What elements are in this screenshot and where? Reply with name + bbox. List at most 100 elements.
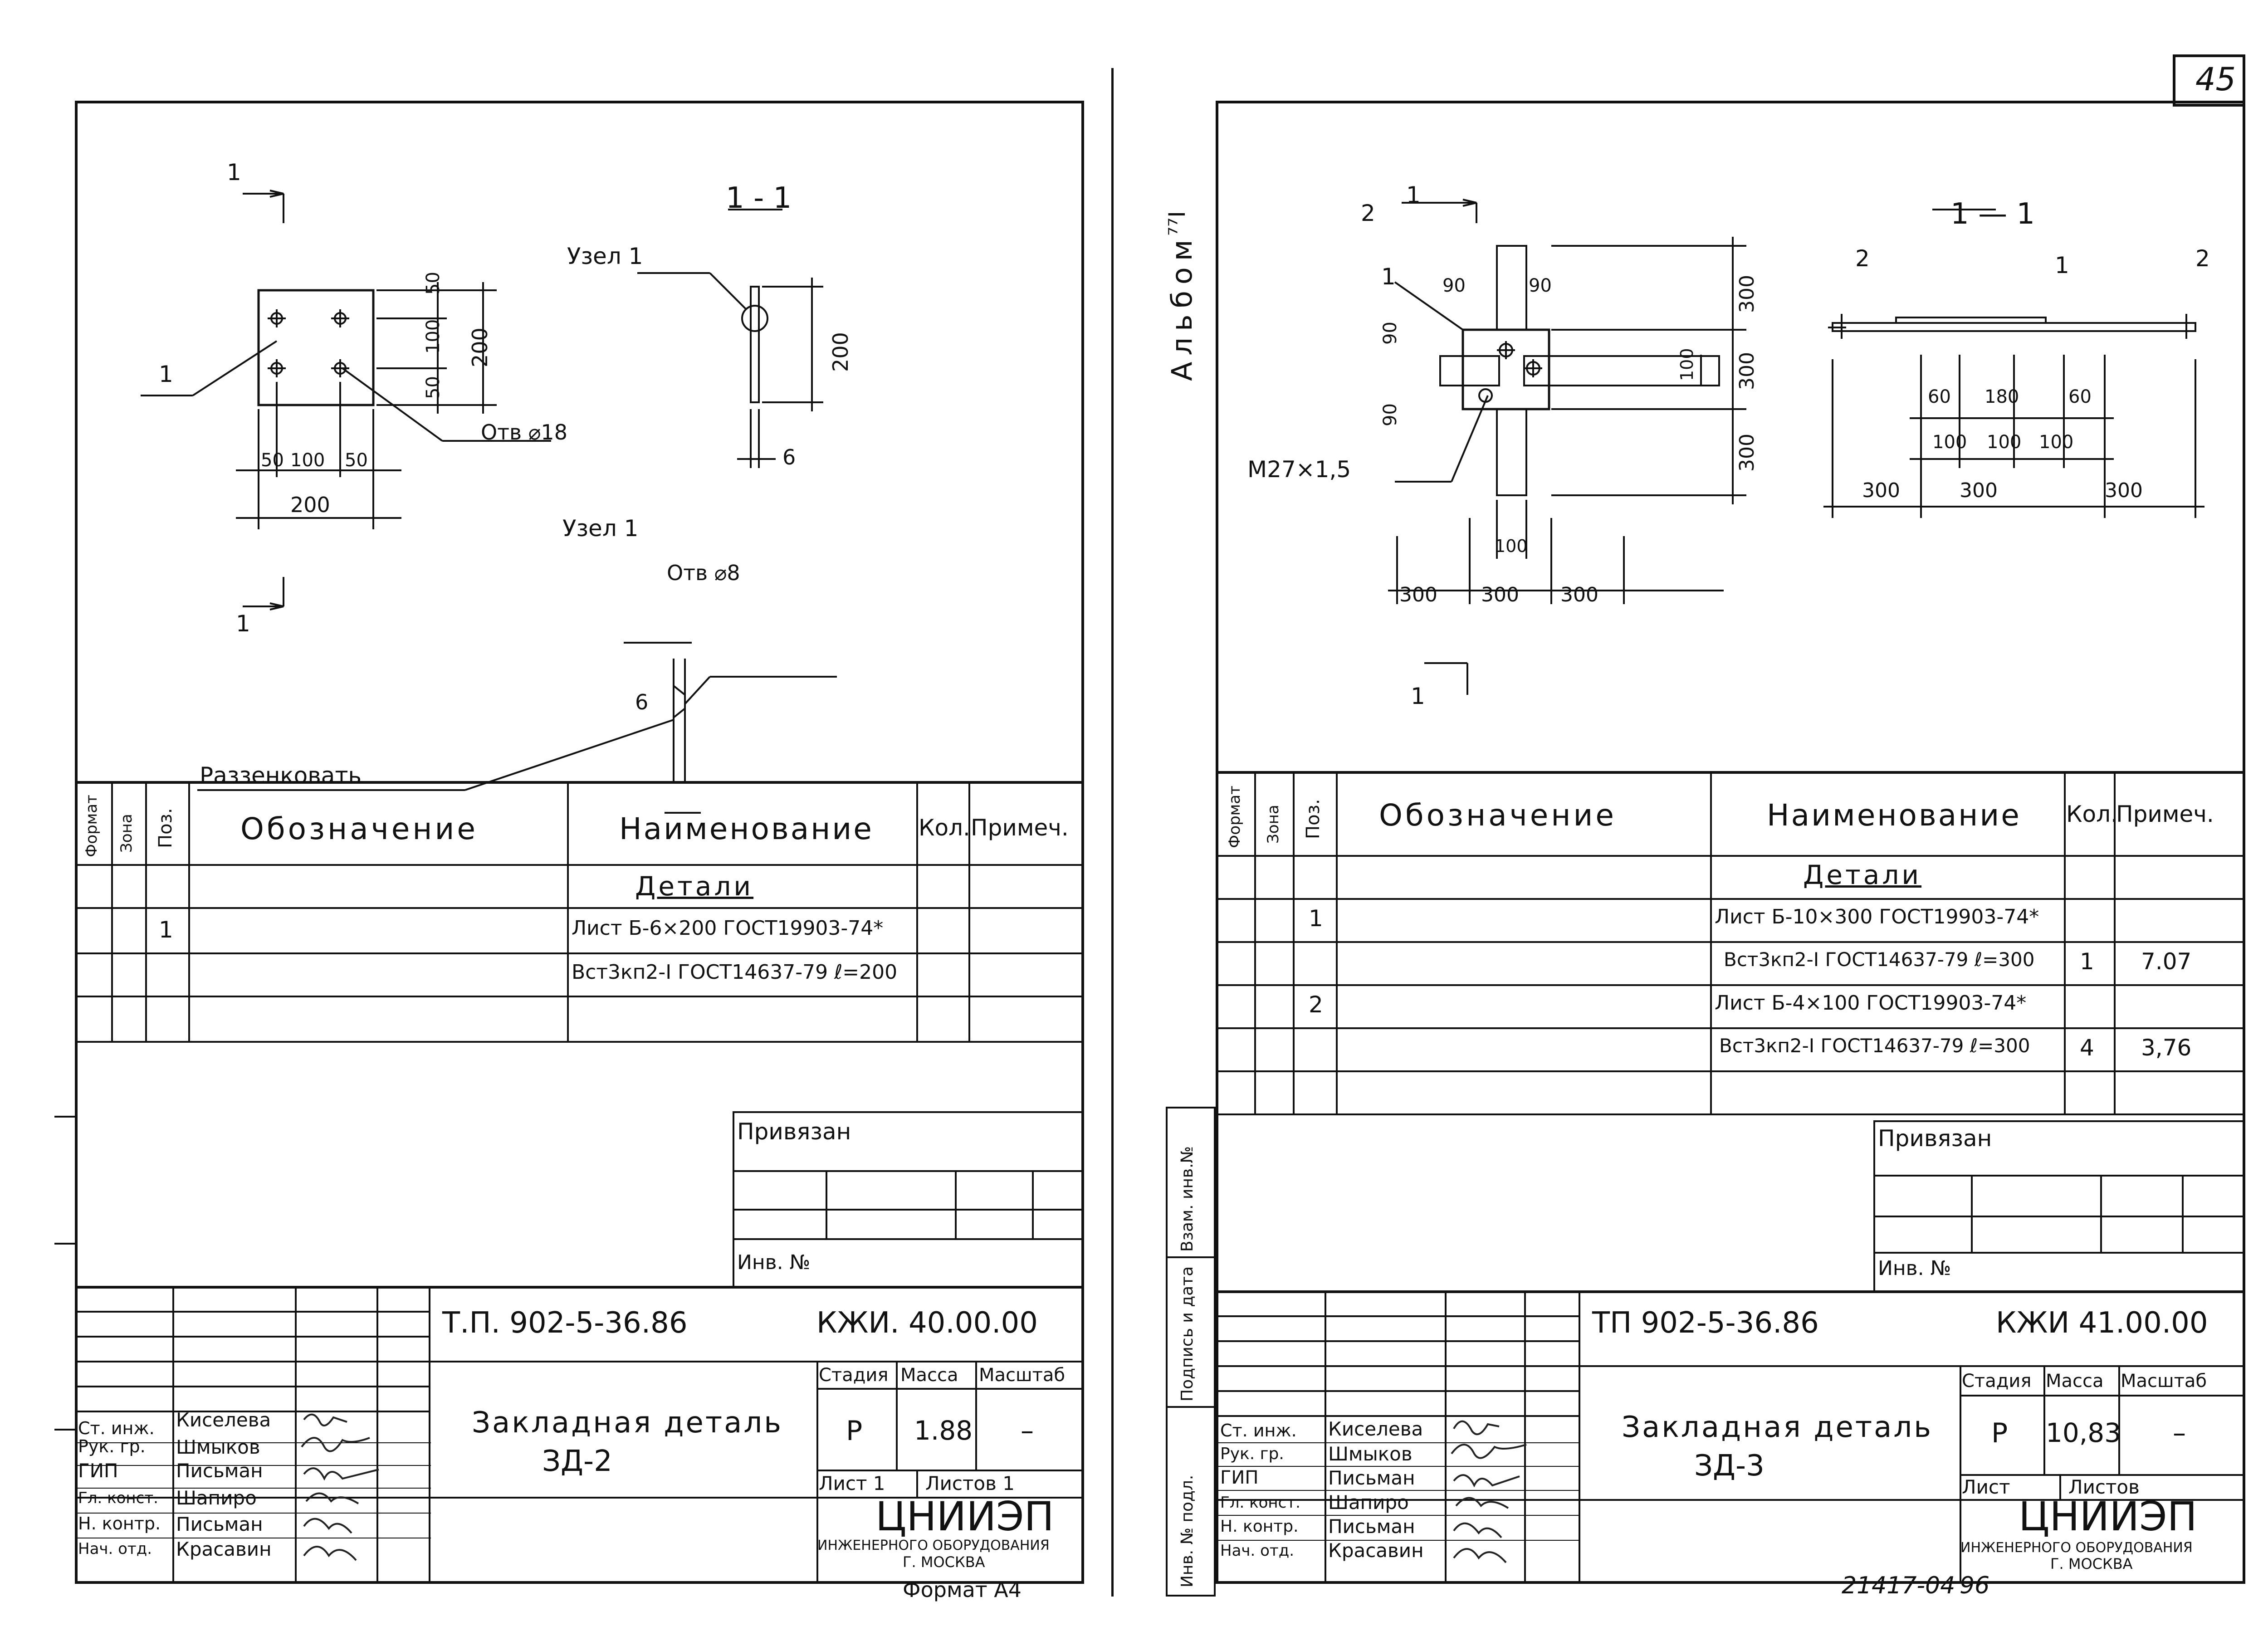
r-spec-row4-note: 3,76 <box>2141 1035 2192 1061</box>
tb-role-4: Гл. конст. <box>78 1489 158 1507</box>
r-sec-label-2-right: 2 <box>2195 245 2210 272</box>
r-spec-row4-qty: 4 <box>2080 1035 2094 1061</box>
r-tb-stage-header: Стадия <box>1962 1371 2032 1392</box>
r-sec-dim-60-b: 60 <box>2068 386 2092 407</box>
r-tb-org: ЦНИИЭП <box>2019 1493 2197 1540</box>
r-tb-sheet: Лист <box>1962 1476 2010 1498</box>
spec-section-details: Детали <box>635 871 754 902</box>
r-spec-row1-pos: 1 <box>1309 905 1323 932</box>
r-sec-dim-300-b: 300 <box>1960 479 1998 502</box>
r-tb-role-3: ГИП <box>1220 1467 1259 1488</box>
r-dim-right-300-b: 300 <box>1735 352 1759 390</box>
r-tb-role-4: Гл. конст. <box>1220 1494 1300 1512</box>
dim-thick-6-node: 6 <box>635 690 649 714</box>
r-bound-title: Привязан <box>1878 1125 1992 1152</box>
tb-city: г. Москва <box>903 1553 985 1571</box>
r-tb-name-line2: ЗД-3 <box>1694 1449 1765 1483</box>
r-sec-dim-100-a: 100 <box>1932 432 1967 453</box>
r-spec-section-details: Детали <box>1803 859 1922 890</box>
hole18-label: Отв ⌀18 <box>481 420 567 444</box>
album-label: Альбом <box>1165 233 1198 381</box>
dim-thick-6: 6 <box>782 445 796 469</box>
side-label-sign: Подпись и дата <box>1178 1266 1197 1401</box>
node-label: Узел 1 <box>567 243 643 269</box>
r-tb-role-5: Н. контр. <box>1220 1517 1299 1536</box>
r-tb-person-5: Письман <box>1328 1515 1415 1538</box>
tb-org-sub: инженерного оборудования <box>817 1538 1050 1553</box>
r-sec-dim-300-a: 300 <box>1862 479 1900 502</box>
dim-h-200: 200 <box>290 493 330 517</box>
r-tb-code2: КЖИ 41.00.00 <box>1996 1306 2208 1340</box>
r-label-2-top: 2 <box>1361 200 1375 226</box>
tb-code: Т.П. 902-5-36.86 <box>442 1306 688 1340</box>
r-dim-left-90-b: 90 <box>1380 403 1401 426</box>
r-spec-row1-name: Лист Б-10×300 ГОСТ19903-74* <box>1715 905 2039 928</box>
r-spec-header-name: Наименование <box>1767 798 2021 833</box>
dim-h-100: 100 <box>290 450 325 471</box>
r-spec-header-pos: Поз. <box>1303 799 1324 839</box>
r-thread-label: М27×1,5 <box>1247 456 1351 483</box>
sheet-frame <box>1216 101 2245 1584</box>
dim-h-50-right: 50 <box>345 450 368 471</box>
album-mark: ⁷⁷I <box>1164 211 1190 236</box>
r-tb-role-1: Ст. инж. <box>1220 1421 1297 1441</box>
bound-inv: Инв. № <box>737 1251 811 1274</box>
tb-person-4: Шапиро <box>176 1487 257 1509</box>
tb-stage-header: Стадия <box>819 1365 889 1386</box>
r-dim-top-90-b: 90 <box>1529 275 1552 296</box>
tb-org: ЦНИИЭП <box>875 1493 1054 1540</box>
node-title: Узел 1 <box>562 515 639 542</box>
spec-row2-name: Вст3кп2-I ГОСТ14637-79 ℓ=200 <box>572 961 898 984</box>
r-sec-dim-180: 180 <box>1984 386 2019 407</box>
r-dim-top-90-a: 90 <box>1442 275 1466 296</box>
section-mark-bottom: 1 <box>236 610 250 637</box>
r-spec-header-qty: Кол. <box>2066 801 2118 827</box>
dim-v-100: 100 <box>423 319 444 354</box>
tb-scale-header: Масштаб <box>979 1365 1066 1386</box>
r-spec-header-note: Примеч. <box>2116 801 2214 827</box>
section-title: 1 - 1 <box>726 181 792 215</box>
r-dim-left-90-a: 90 <box>1380 322 1401 345</box>
r-tb-person-3: Письман <box>1328 1467 1415 1489</box>
r-label-1: 1 <box>1381 264 1396 290</box>
r-spec-row4-name: Вст3кп2-I ГОСТ14637-79 ℓ=300 <box>1719 1035 2030 1057</box>
r-dim-bottom-300-a: 300 <box>1399 583 1437 606</box>
tb-code2: КЖИ. 40.00.00 <box>816 1306 1038 1340</box>
tb-person-6: Красавин <box>176 1538 272 1560</box>
pos-label-1: 1 <box>159 361 173 387</box>
r-spec-header-format: Формат <box>1226 786 1244 848</box>
r-tb-scale: – <box>2173 1417 2186 1448</box>
r-section-mark-bottom: 1 <box>1411 683 1425 709</box>
tb-role-1: Ст. инж. <box>78 1418 155 1438</box>
side-strip <box>1166 1107 1216 1597</box>
r-tb-name-line1: Закладная деталь <box>1622 1411 1933 1444</box>
tb-stage: Р <box>846 1415 863 1447</box>
r-tb-mass-header: Масса <box>2046 1371 2104 1392</box>
tb-person-5: Письман <box>176 1513 263 1535</box>
signatures <box>295 1406 399 1580</box>
tb-sheets: Листов 1 <box>925 1472 1015 1494</box>
drawing-zd3 <box>1216 101 2245 781</box>
r-sec-label-1: 1 <box>2055 252 2069 278</box>
spec-header-name: Наименование <box>619 811 874 846</box>
tb-mass-header: Масса <box>900 1365 958 1386</box>
spec-header-pos: Поз. <box>155 808 176 848</box>
tb-mass: 1.88 <box>914 1415 973 1446</box>
r-tb-org-sub: инженерного оборудования <box>1960 1540 2193 1556</box>
r-tb-person-6: Красавин <box>1328 1539 1424 1562</box>
r-dim-100-h: 100 <box>1495 536 1528 556</box>
side-label-replace: Взам. инв.№ <box>1178 1146 1197 1252</box>
r-dim-100-v: 100 <box>1677 348 1697 381</box>
r-dim-right-300-c: 300 <box>1735 434 1759 472</box>
r-spec-header-zone: Зона <box>1264 805 1282 844</box>
r-section-mark-top: 1 <box>1406 182 1421 208</box>
r-sec-dim-300-c: 300 <box>2105 479 2143 502</box>
bound-title: Привязан <box>737 1118 851 1145</box>
r-sec-dim-60-a: 60 <box>1928 386 1951 407</box>
r-tb-mass: 10,83 <box>2046 1417 2121 1448</box>
hole8-label: Отв ⌀8 <box>667 561 740 585</box>
dim-v-200: 200 <box>468 327 492 367</box>
r-tb-person-4: Шапиро <box>1328 1491 1409 1514</box>
r-tb-sheets: Листов <box>2068 1476 2140 1498</box>
r-sec-dim-100-b: 100 <box>1987 432 2022 453</box>
